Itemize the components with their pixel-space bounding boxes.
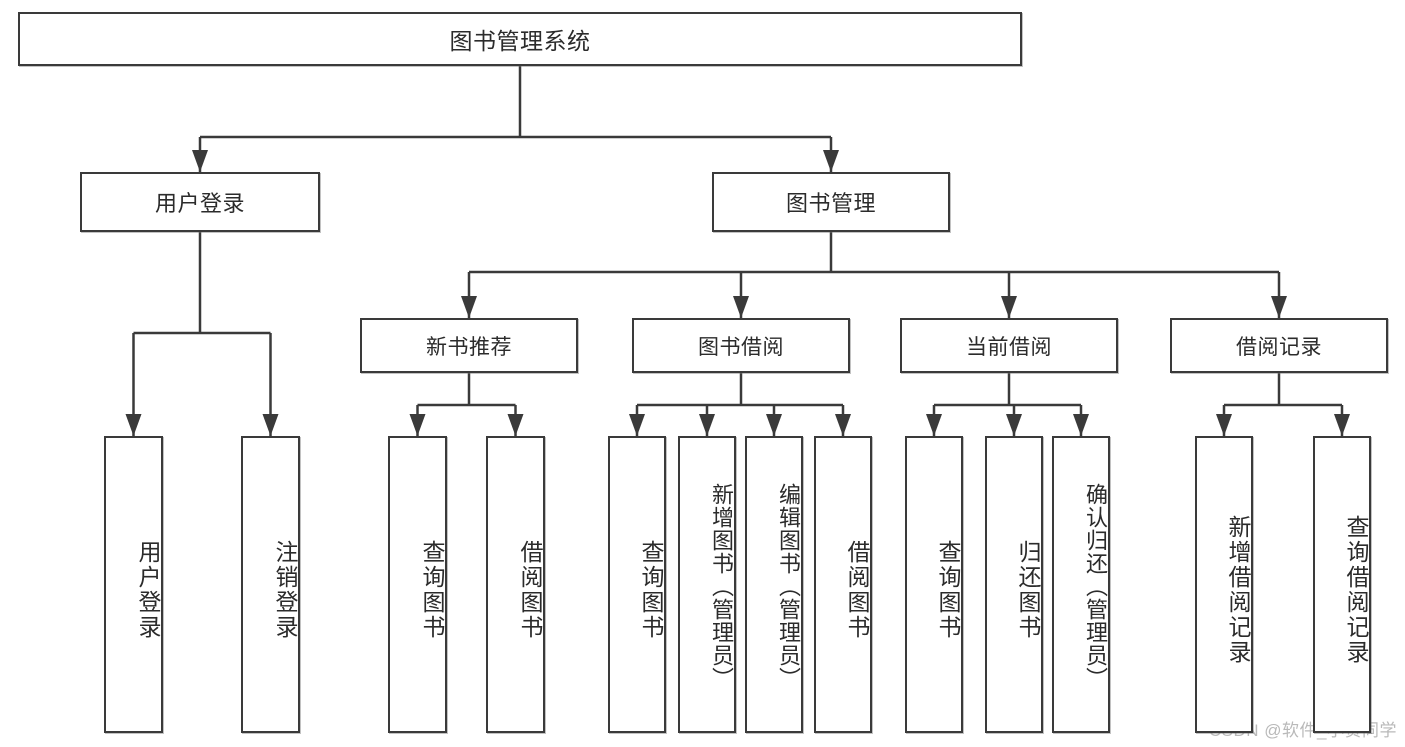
node-label-newbook: 新书推荐 [426, 335, 512, 359]
node-leaf-add-record[interactable]: 新增借阅记录 [1195, 436, 1253, 733]
node-root[interactable]: 图书管理系统 [18, 12, 1022, 66]
node-leaf-return-book[interactable]: 归还图书 [985, 436, 1043, 733]
arrowhead-leaf-query-record [1334, 414, 1350, 436]
arrowhead-current [1001, 296, 1017, 318]
node-leaf-borrow-book-1[interactable]: 借阅图书 [486, 436, 545, 733]
arrowhead-leaf-edit-book [766, 414, 782, 436]
node-label-leaf-add-book: 新增图书（管理员） [709, 483, 734, 690]
arrowhead-borrow [733, 296, 749, 318]
node-label-records: 借阅记录 [1236, 335, 1322, 359]
node-borrow[interactable]: 图书借阅 [632, 318, 850, 373]
node-login[interactable]: 用户登录 [80, 172, 320, 232]
arrowhead-leaf-query-book-3 [926, 414, 942, 436]
node-label-leaf-confirm-return: 确认归还（管理员） [1083, 483, 1108, 690]
arrowhead-leaf-add-book [699, 414, 715, 436]
node-current[interactable]: 当前借阅 [900, 318, 1118, 373]
node-leaf-query-book-3[interactable]: 查询图书 [905, 436, 963, 733]
node-label-leaf-borrow-book-2: 借阅图书 [844, 539, 870, 640]
node-label-leaf-add-record: 新增借阅记录 [1225, 514, 1251, 665]
arrowhead-bookmgr [823, 150, 839, 172]
node-leaf-query-book-1[interactable]: 查询图书 [388, 436, 447, 733]
node-newbook[interactable]: 新书推荐 [360, 318, 578, 373]
node-label-leaf-return-book: 归还图书 [1015, 539, 1041, 640]
arrowhead-records [1271, 296, 1287, 318]
arrowhead-leaf-query-book-2 [629, 414, 645, 436]
node-label-bookmgr: 图书管理 [785, 191, 876, 216]
node-label-leaf-borrow-book-1: 借阅图书 [517, 539, 543, 640]
node-label-borrow: 图书借阅 [698, 335, 784, 359]
arrowhead-newbook [461, 296, 477, 318]
node-records[interactable]: 借阅记录 [1170, 318, 1388, 373]
node-label-leaf-edit-book: 编辑图书（管理员） [776, 483, 801, 690]
arrowhead-leaf-add-record [1216, 414, 1232, 436]
arrowhead-leaf-user-login [125, 414, 142, 436]
node-label-login: 用户登录 [154, 191, 245, 216]
arrowhead-login [192, 150, 208, 172]
node-label-root: 图书管理系统 [449, 28, 591, 54]
node-bookmgr[interactable]: 图书管理 [712, 172, 950, 232]
node-leaf-query-book-2[interactable]: 查询图书 [608, 436, 666, 733]
node-label-leaf-query-book-2: 查询图书 [638, 539, 664, 640]
node-leaf-edit-book[interactable]: 编辑图书（管理员） [745, 436, 803, 733]
node-leaf-confirm-return[interactable]: 确认归还（管理员） [1052, 436, 1110, 733]
node-label-current: 当前借阅 [966, 335, 1052, 359]
node-label-leaf-query-record: 查询借阅记录 [1343, 514, 1369, 665]
arrowhead-leaf-borrow-book-2 [835, 414, 851, 436]
node-leaf-user-login[interactable]: 用户登录 [104, 436, 163, 733]
node-leaf-borrow-book-2[interactable]: 借阅图书 [814, 436, 872, 733]
arrowhead-leaf-logout [262, 414, 279, 436]
node-label-leaf-query-book-1: 查询图书 [419, 539, 445, 640]
node-leaf-query-record[interactable]: 查询借阅记录 [1313, 436, 1371, 733]
arrowhead-leaf-query-book-1 [409, 414, 426, 436]
node-label-leaf-query-book-3: 查询图书 [935, 539, 961, 640]
arrowhead-leaf-return-book [1006, 414, 1022, 436]
node-leaf-logout[interactable]: 注销登录 [241, 436, 300, 733]
node-leaf-add-book[interactable]: 新增图书（管理员） [678, 436, 736, 733]
arrowhead-leaf-borrow-book-1 [507, 414, 524, 436]
node-label-leaf-user-login: 用户登录 [135, 539, 161, 640]
node-label-leaf-logout: 注销登录 [272, 539, 298, 640]
arrowhead-leaf-confirm-return [1073, 414, 1089, 436]
